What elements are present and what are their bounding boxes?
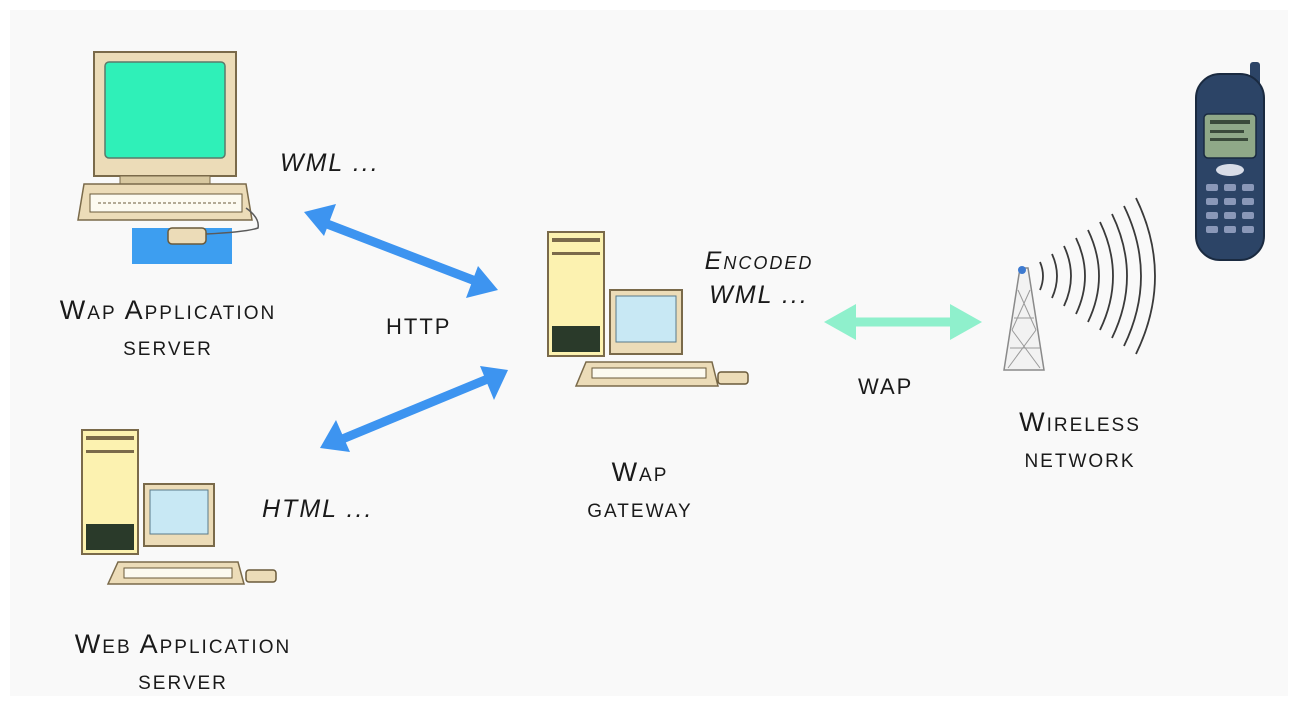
wap-protocol-label: WAP xyxy=(858,374,914,399)
mobile-phone-icon xyxy=(1195,62,1265,261)
wml-label: WML ... xyxy=(280,149,380,177)
wap-app-server-label-line2: server xyxy=(123,331,213,361)
html-label: HTML ... xyxy=(262,495,374,523)
wireless-network-label-line1: Wireless xyxy=(1019,407,1141,437)
encoded-wml-label-line2: WML ... xyxy=(709,281,809,309)
wap-app-server-label-line1: Wap Application xyxy=(59,295,277,325)
web-app-server-label: Web Application server xyxy=(18,626,348,698)
web-app-server-label-line1: Web Application xyxy=(74,629,292,659)
web-app-server-label-line2: server xyxy=(138,665,228,695)
http-protocol-label: HTTP xyxy=(386,314,452,339)
wap-app-server-label: Wap Application server xyxy=(8,292,328,364)
encoded-wml-label-line1: Encoded xyxy=(704,247,814,275)
wap-gateway-label: Wap gateway xyxy=(540,454,740,526)
http-arrow-upper xyxy=(304,204,498,298)
wireless-tower-icon xyxy=(1003,197,1156,371)
http-arrow-lower xyxy=(320,366,508,452)
wap-gateway-label-line2: gateway xyxy=(587,493,693,523)
encoded-wml-label: Encoded WML ... xyxy=(674,244,844,312)
web-app-server-computer-icon xyxy=(81,429,277,585)
wap-gateway-label-line1: Wap xyxy=(611,457,669,487)
wireless-network-label: Wireless network xyxy=(980,404,1180,476)
wireless-network-label-line2: network xyxy=(1024,443,1136,473)
wap-gateway-computer-icon xyxy=(547,231,749,387)
wap-arrow xyxy=(824,304,982,340)
wap-app-server-computer-icon xyxy=(77,51,259,264)
